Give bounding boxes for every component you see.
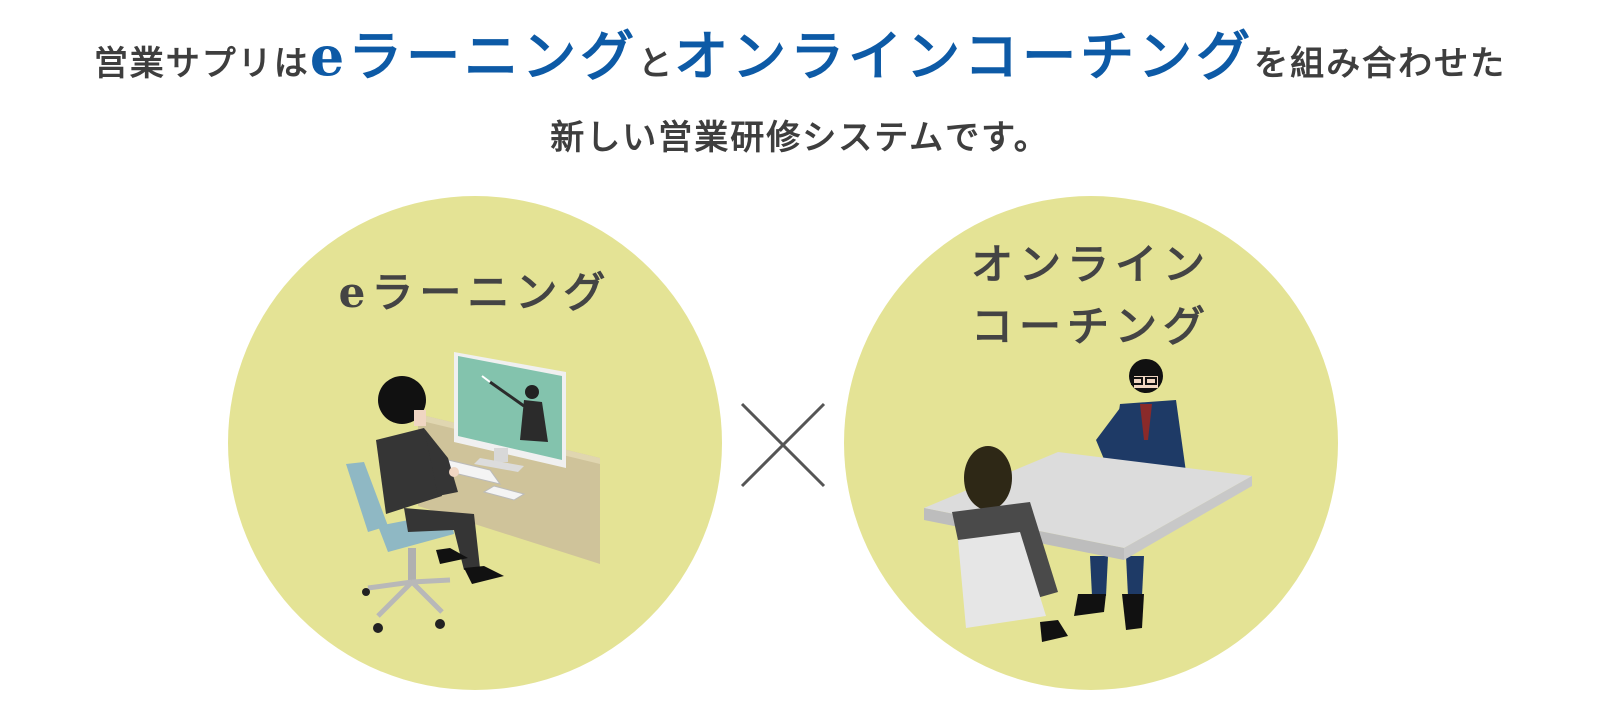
coaching-circle: オンライン コーチング bbox=[844, 196, 1338, 690]
times-cross-icon bbox=[740, 402, 826, 488]
headline-part3: を組み合わせた bbox=[1254, 44, 1507, 84]
coaching-illustration-icon bbox=[924, 359, 1252, 642]
coaching-title: オンライン コーチング bbox=[844, 234, 1338, 358]
headline-highlight-elearning: eラーニング bbox=[309, 24, 639, 88]
headline-part2: と bbox=[638, 44, 675, 84]
subline: 新しい営業研修システムです。 bbox=[550, 118, 1050, 158]
coaching-title-line2: コーチング bbox=[970, 302, 1211, 351]
elearning-title: eラーニング bbox=[338, 268, 612, 317]
elearning-illustration-icon bbox=[346, 352, 600, 633]
headline-part1: 営業サプリは bbox=[93, 44, 310, 84]
elearning-circle: eラーニング bbox=[228, 196, 722, 690]
headline-highlight-coaching: オンラインコーチング bbox=[674, 24, 1255, 88]
headline: 営業サプリはeラーニングとオンラインコーチングを組み合わせた bbox=[0, 12, 1600, 91]
coaching-title-line1: オンライン bbox=[970, 240, 1211, 289]
